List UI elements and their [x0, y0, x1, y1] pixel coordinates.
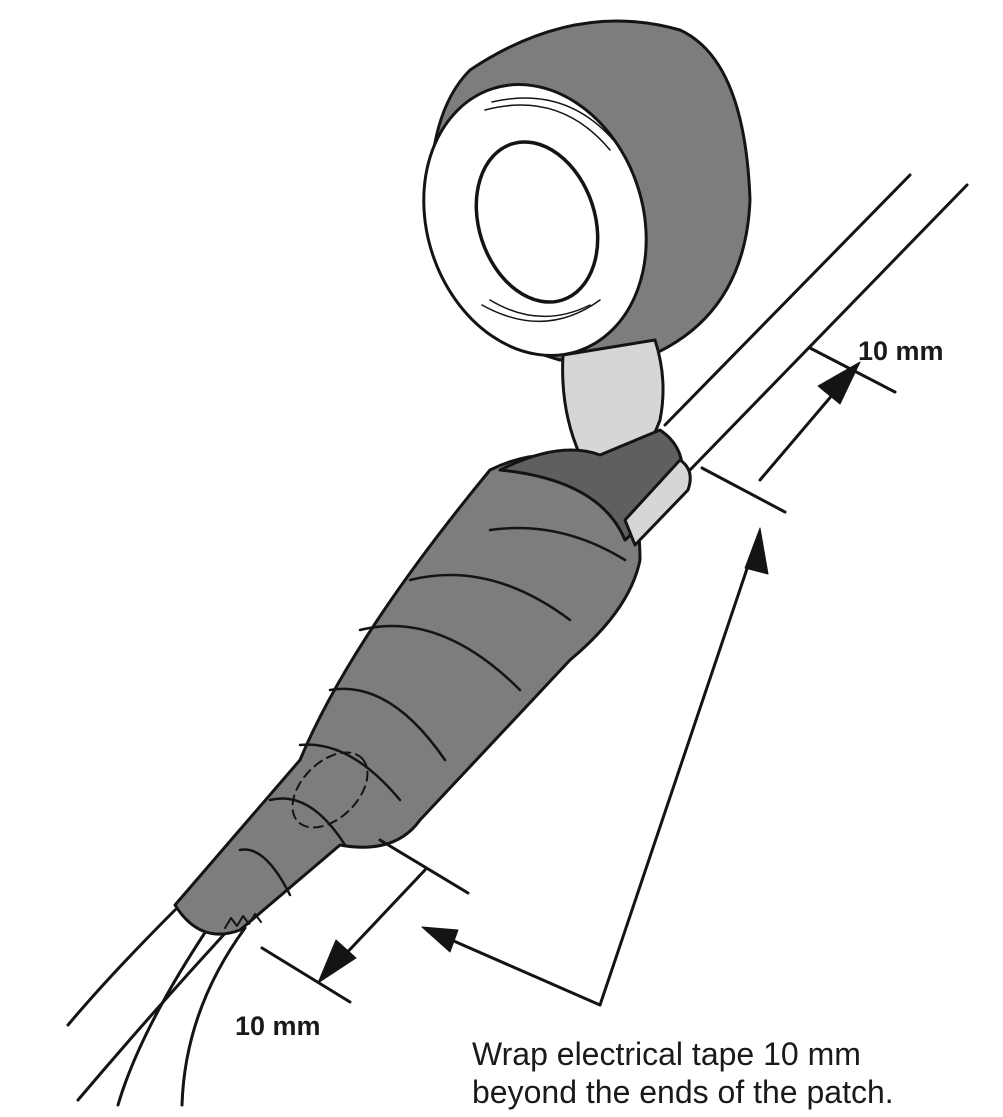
instruction-line-2: beyond the ends of the patch.: [472, 1074, 894, 1110]
wire-line-upper: [663, 173, 912, 427]
dimension-bottom-arrowhead: [317, 939, 357, 984]
wire-line-lower: [688, 183, 969, 472]
patch-cone: [173, 453, 642, 936]
wire-line-mid: [76, 928, 230, 1102]
dimension-top: [700, 346, 897, 514]
dimension-bottom-extension-b: [260, 946, 352, 1004]
dimension-bottom: [260, 838, 470, 1004]
wire-harness: [66, 173, 969, 1107]
leader-to-bottom-arrowhead: [421, 926, 459, 953]
wire-line-right: [180, 926, 247, 1107]
dimension-top-arrowhead: [817, 361, 861, 405]
tape-roll: [422, 19, 752, 362]
instruction-line-1: Wrap electrical tape 10 mm: [472, 1036, 861, 1072]
tape-wrap-seams: [238, 526, 627, 897]
leader-to-top-arrowhead: [744, 527, 769, 575]
dimension-top-extension-b: [700, 466, 787, 514]
leader-to-bottom: [438, 933, 602, 1007]
wire-line-split: [116, 923, 212, 1107]
dimension-bottom-extension-a: [378, 838, 470, 895]
tape-roll-core: [474, 140, 600, 304]
dimension-top-label: 10 mm: [858, 336, 944, 366]
wrapped-patch: [173, 428, 692, 936]
wire-line-left: [66, 908, 177, 1027]
patch-light-edge: [623, 458, 692, 547]
wire-end-jagged: [224, 913, 262, 929]
patch-hidden-edge: [291, 751, 369, 829]
instruction-leaders: [421, 527, 769, 1007]
dimension-bottom-line: [338, 868, 427, 962]
dimension-bottom-label: 10 mm: [235, 1011, 321, 1041]
leader-to-top: [598, 543, 757, 1007]
tape-roll-layers: [481, 97, 621, 322]
